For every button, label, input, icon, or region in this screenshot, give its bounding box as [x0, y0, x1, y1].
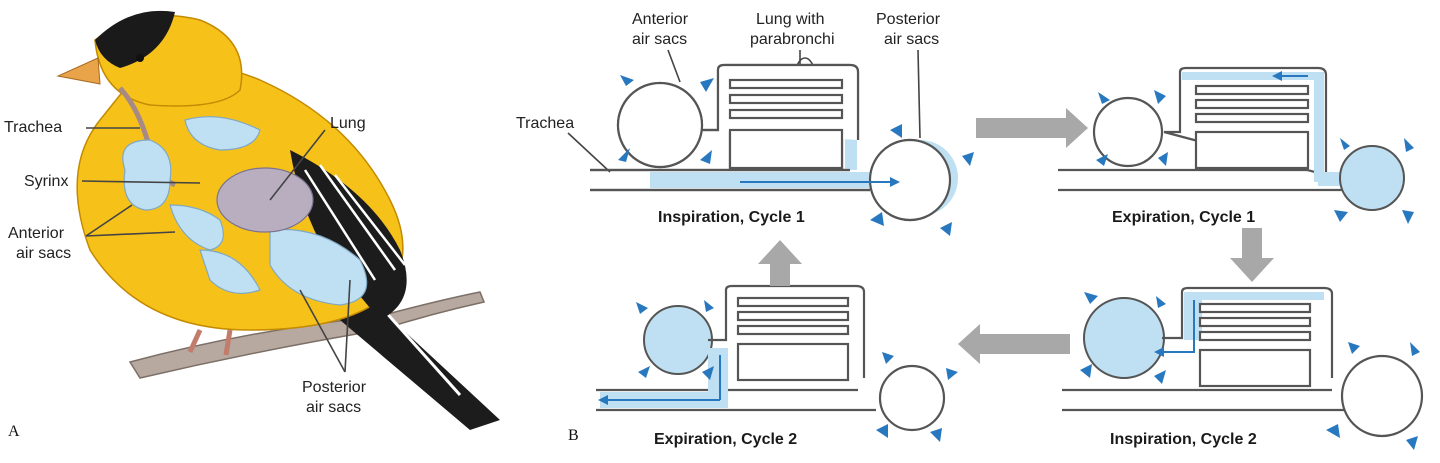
bird-beak — [56, 57, 101, 85]
label-lung: Lung — [330, 115, 366, 132]
label-syrinx: Syrinx — [24, 173, 68, 190]
arrow-exp2-to-insp1 — [758, 240, 802, 286]
label-b-anterior-line1: Anterior — [632, 11, 689, 28]
label-b-lung-line2: parabronchi — [750, 31, 835, 48]
caption-expiration-cycle-2: Expiration, Cycle 2 — [654, 431, 797, 448]
label-anterior-line2: air sacs — [16, 245, 71, 262]
panel-letter-b: B — [568, 427, 579, 444]
arrow-insp1-to-exp1 — [976, 108, 1088, 148]
arrow-exp1-to-insp2 — [1230, 228, 1274, 282]
label-b-trachea: Trachea — [516, 115, 574, 132]
label-b-anterior-line2: air sacs — [632, 31, 687, 48]
arrow-insp2-to-exp2 — [958, 324, 1070, 364]
branch — [128, 291, 486, 379]
diagram-expiration-cycle-1: Expiration, Cycle 1 — [1058, 66, 1414, 226]
label-b-lung-line1: Lung with — [756, 11, 825, 28]
bird-lung — [216, 167, 314, 233]
label-posterior-line1: Posterior — [302, 379, 367, 396]
bird-air-sacs — [122, 116, 368, 306]
caption-expiration-cycle-1: Expiration, Cycle 1 — [1112, 209, 1255, 226]
bird-cap — [95, 10, 175, 68]
label-posterior-line2: air sacs — [306, 399, 361, 416]
label-b-posterior-line1: Posterior — [876, 11, 941, 28]
cycle-arrows — [758, 108, 1274, 364]
caption-inspiration-cycle-2: Inspiration, Cycle 2 — [1110, 431, 1257, 448]
diagram-inspiration-cycle-1: Inspiration, Cycle 1 — [588, 63, 974, 236]
diagram-expiration-cycle-2: Expiration, Cycle 2 — [596, 284, 958, 448]
panel-letter-a: A — [8, 423, 20, 440]
label-trachea: Trachea — [4, 119, 62, 136]
panel-b-labels: Anterior air sacs Lung with parabronchi … — [516, 11, 941, 444]
caption-inspiration-cycle-1: Inspiration, Cycle 1 — [658, 209, 805, 226]
label-b-posterior-line2: air sacs — [884, 31, 939, 48]
diagram-inspiration-cycle-2: Inspiration, Cycle 2 — [1062, 286, 1424, 450]
label-anterior-line1: Anterior — [8, 225, 65, 242]
bird-illustration — [56, 10, 500, 430]
panel-a-labels: Trachea Syrinx Lung Anterior air sacs Po… — [4, 115, 367, 440]
